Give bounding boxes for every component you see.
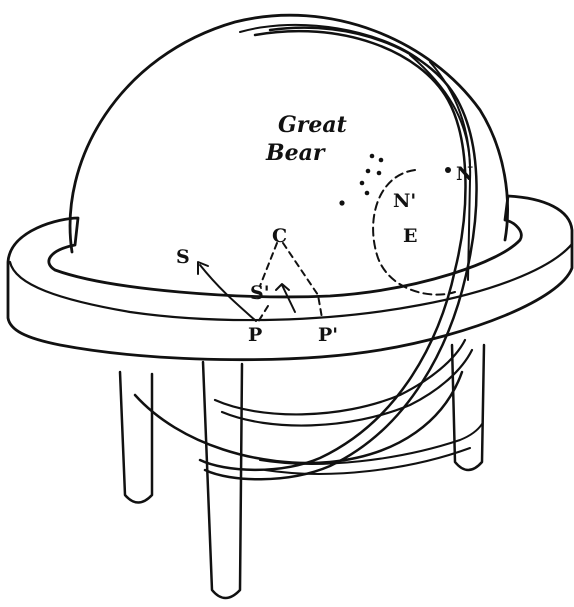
label-p: P: [248, 324, 262, 346]
label-n-prime: N': [393, 190, 416, 212]
arrow-s: [198, 262, 256, 321]
label-s: S: [176, 246, 190, 268]
great-bear-label-line1: Great: [278, 112, 347, 138]
globe-sphere: [70, 15, 508, 463]
label-n: N: [456, 163, 473, 185]
back-leg-left: [120, 372, 152, 503]
label-e: E: [403, 225, 417, 247]
label-s-prime: S': [250, 282, 270, 304]
label-c: C: [272, 225, 287, 247]
great-bear-label-line2: Bear: [265, 140, 326, 166]
back-leg-right: [452, 345, 484, 470]
front-leg: [203, 362, 242, 598]
horizon-ring: [8, 196, 572, 360]
label-p-prime: P': [318, 324, 338, 346]
